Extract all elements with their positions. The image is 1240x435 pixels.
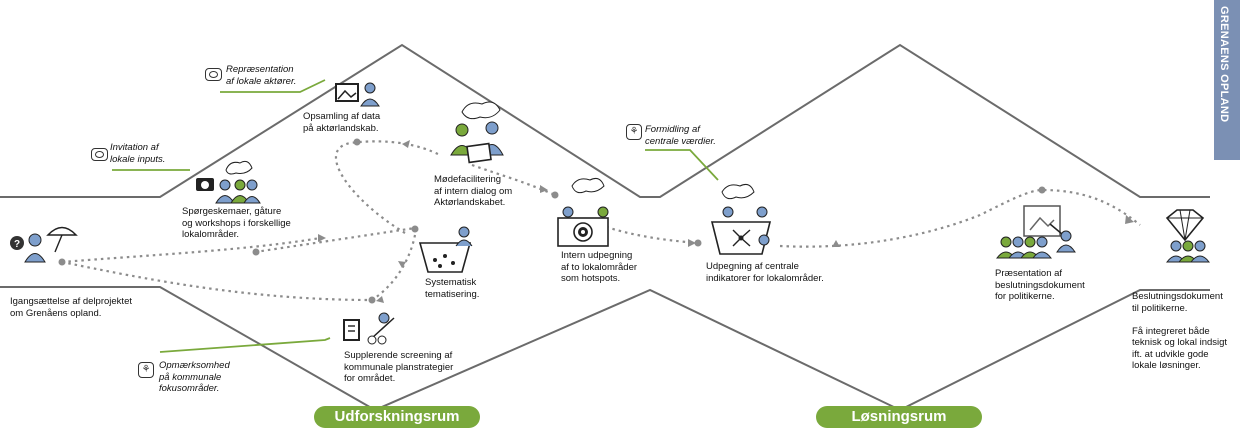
- thematisation-pictogram: [418, 226, 473, 273]
- step-decision: Beslutningsdokument til politikerne. Få …: [1132, 291, 1228, 371]
- phase-explore-label: Udforskningsrum: [314, 406, 480, 428]
- side-tab: GRENAENS OPLAND: [1214, 0, 1240, 160]
- step-facilitation: Mødefacilitering af intern dialog om Akt…: [434, 174, 513, 208]
- start-pictogram: ?: [10, 226, 78, 263]
- phase-solution-label: Løsningsrum: [816, 406, 982, 428]
- presentation-pictogram: [995, 205, 1076, 259]
- step-presentation: Præsentation af beslutningsdokument for …: [995, 268, 1085, 302]
- note-line-awareness: [159, 337, 331, 353]
- step-collection: Opsamling af data på aktørlandskab.: [303, 111, 381, 134]
- eye-icon: [91, 148, 108, 161]
- flow-loop: [335, 140, 441, 234]
- collection-pictogram: [335, 82, 380, 107]
- leaf-icon: ⚘: [138, 362, 154, 378]
- step-indicators: Udpegning af centrale indikatorer for lo…: [706, 261, 824, 284]
- flow-solution: [779, 188, 1141, 248]
- decision-pictogram: [1165, 209, 1211, 263]
- leaf-icon: ⚘: [626, 124, 642, 140]
- step-start: Igangsættelse af delprojektet om Grenåen…: [10, 296, 132, 319]
- note-dissemination: Formidling af centrale værdier.: [645, 124, 716, 147]
- flow-to-hotspot: [471, 163, 556, 197]
- note-line-representation: [220, 79, 326, 93]
- flow-main-3: [254, 226, 416, 254]
- diamond-outline-lower: [0, 286, 1210, 412]
- flow-to-indicators: [599, 223, 699, 245]
- note-representation: Repræsentation af lokale aktører.: [226, 64, 297, 87]
- eye-icon: [205, 68, 222, 81]
- step-questionnaire: Spørgeskemaer, gåture og workshops i for…: [182, 206, 291, 240]
- flow-loop-2: [371, 234, 417, 301]
- flow-main-2: [61, 260, 373, 302]
- note-line-dissemination: [645, 149, 719, 181]
- screening-pictogram: [343, 312, 395, 345]
- facilitation-pictogram: [450, 101, 504, 164]
- flow-main-1: [61, 236, 321, 264]
- side-tab-label: GRENAENS OPLAND: [1218, 6, 1230, 123]
- questionnaire-pictogram: [196, 160, 261, 204]
- indicators-pictogram: [710, 184, 772, 255]
- step-hotspots: Intern udpegning af to lokalområder som …: [561, 250, 638, 284]
- hotspot-pictogram: [557, 178, 609, 247]
- note-awareness: Opmærksomhed på kommunale fokusområder.: [159, 360, 230, 394]
- note-invitation: Invitation af lokale inputs.: [110, 142, 166, 165]
- step-thematisation: Systematisk tematisering.: [425, 277, 480, 300]
- step-screening: Supplerende screening af kommunale plans…: [344, 350, 454, 384]
- diamond-outline-upper: [0, 43, 1210, 198]
- svg-text:?: ?: [14, 239, 20, 250]
